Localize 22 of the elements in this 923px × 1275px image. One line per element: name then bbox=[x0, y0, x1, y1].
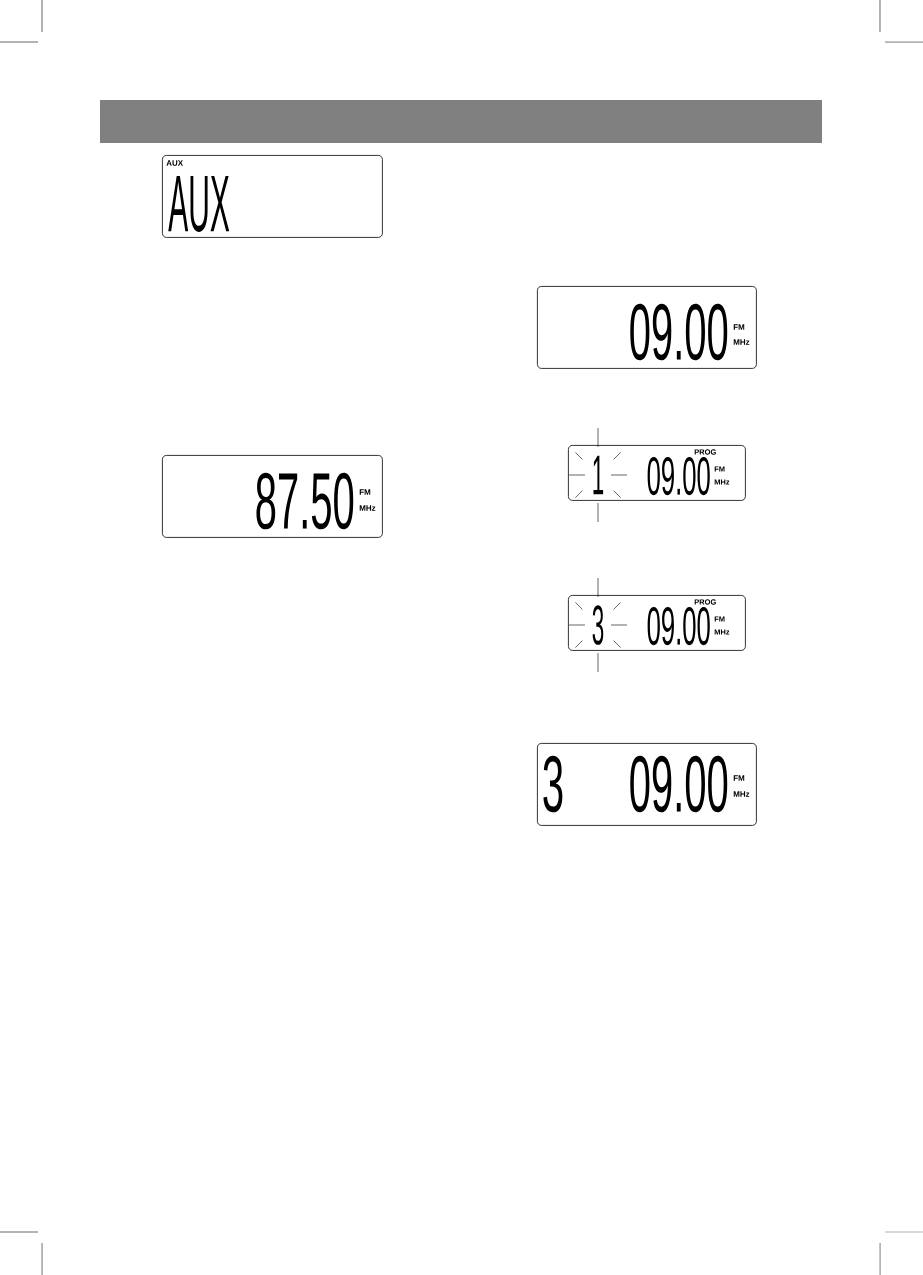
indicator-label: FM bbox=[733, 775, 745, 781]
indicator-label: MHz bbox=[359, 505, 376, 511]
lcd-display bbox=[537, 743, 757, 826]
indicator-label: FM bbox=[359, 489, 371, 495]
lcd-display bbox=[568, 577, 746, 673]
lcd-display bbox=[162, 455, 383, 538]
segment-readout: 87.50 bbox=[256, 472, 354, 530]
indicator-label: FM bbox=[733, 324, 745, 330]
segment-readout: 3 bbox=[543, 755, 563, 813]
indicator-label: MHz bbox=[733, 791, 750, 797]
indicator-label: MHz bbox=[733, 339, 750, 345]
lcd-display bbox=[537, 286, 757, 369]
segment-readout: 09.00 bbox=[647, 606, 710, 646]
lcd-display bbox=[568, 427, 746, 523]
segment-readout: 09.00 bbox=[630, 303, 728, 361]
segment-readout: 3 bbox=[592, 605, 604, 645]
segment-readout: AUX bbox=[168, 176, 230, 232]
segment-readout: 1 bbox=[593, 455, 604, 495]
indicator-label: AUX bbox=[166, 160, 183, 166]
lcd-display bbox=[162, 155, 383, 238]
segment-readout: 09.00 bbox=[630, 755, 728, 813]
segment-readout: 09.00 bbox=[647, 456, 710, 496]
